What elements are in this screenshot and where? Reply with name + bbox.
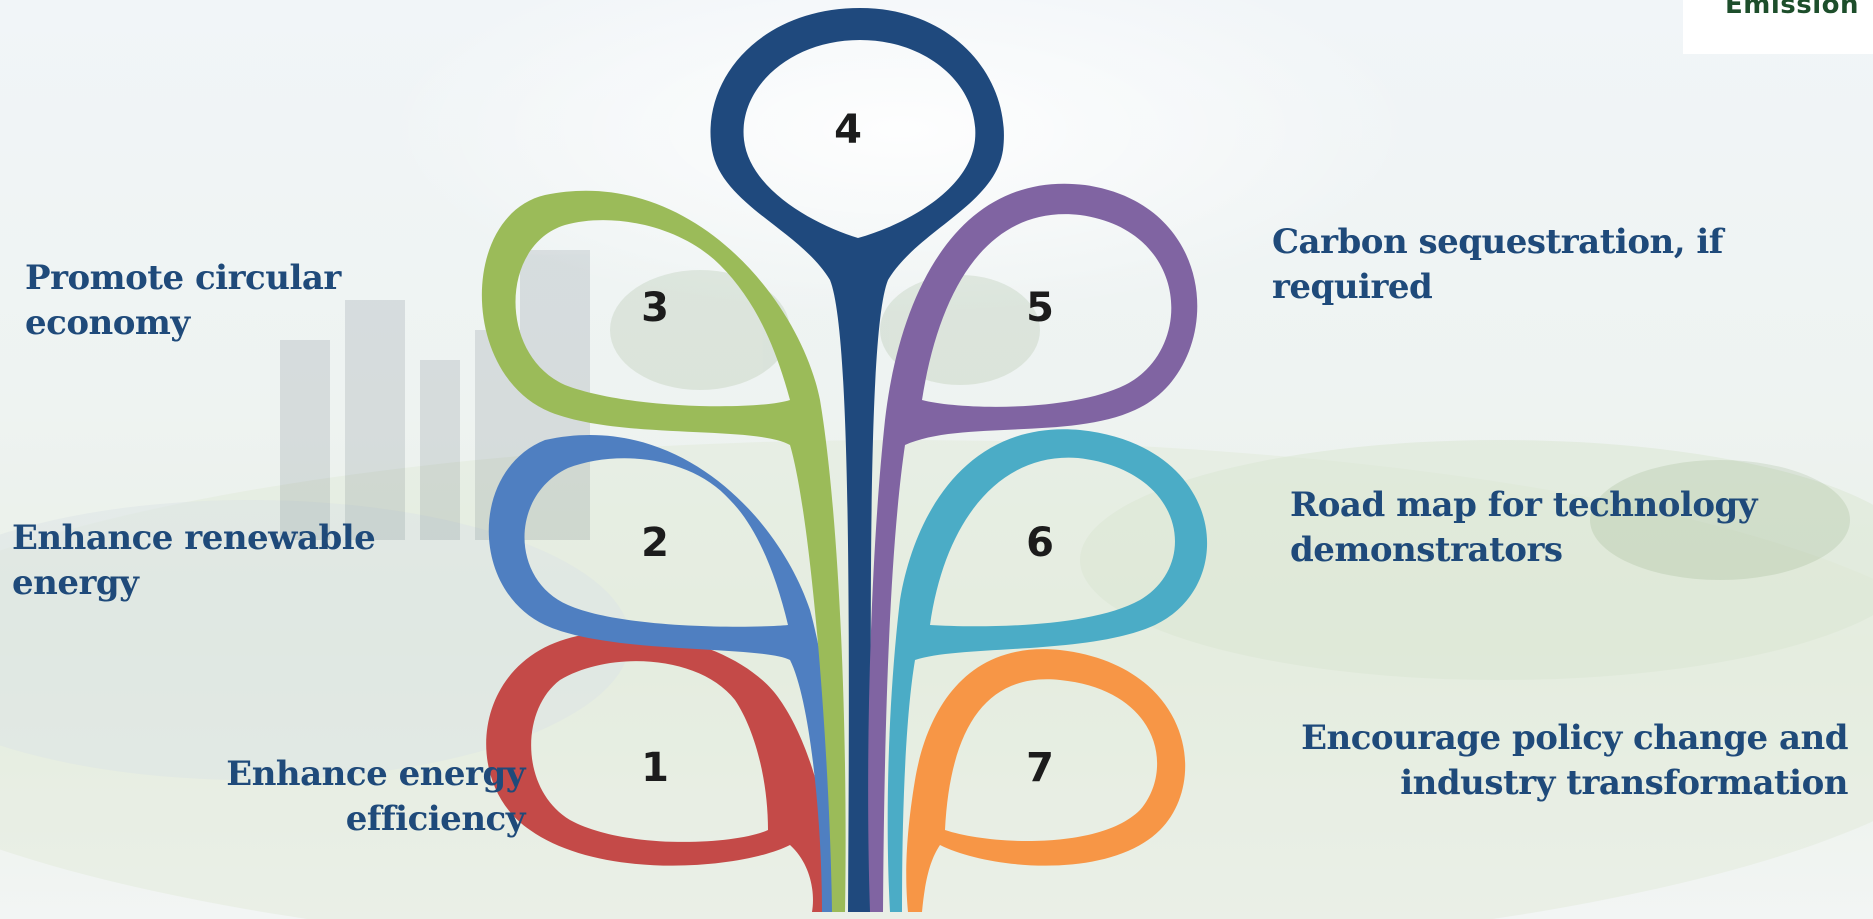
label-petal-5: Carbon sequestration, if required [1272, 222, 1723, 307]
label-petal-6: Road map for technology demonstrators [1290, 485, 1758, 570]
petal-7-shape [906, 649, 1186, 912]
label-petal-2: Enhance renewable energy [12, 518, 376, 603]
petal-2-shape [488, 434, 836, 912]
petal-number-1: 1 [641, 745, 669, 791]
petal-number-5: 5 [1026, 285, 1054, 331]
petal-4-shape [710, 8, 1004, 912]
petal-3-shape [481, 190, 846, 913]
petal-1-shape [486, 631, 830, 912]
petal-number-4: 4 [834, 107, 862, 153]
label-petal-7: Encourage policy change and industry tra… [1301, 718, 1848, 803]
logo-text: Emission [1725, 0, 1859, 20]
petal-6-shape [887, 429, 1208, 912]
petal-number-2: 2 [641, 520, 669, 566]
label-petal-3: Promote circular economy [25, 258, 341, 343]
petal-number-6: 6 [1026, 520, 1054, 566]
brand-logo: Emission [1683, 0, 1873, 54]
petal-number-3: 3 [641, 285, 669, 331]
petal-number-7: 7 [1026, 745, 1054, 791]
petal-5-shape [868, 183, 1198, 913]
label-petal-1: Enhance energy efficiency [226, 754, 525, 839]
